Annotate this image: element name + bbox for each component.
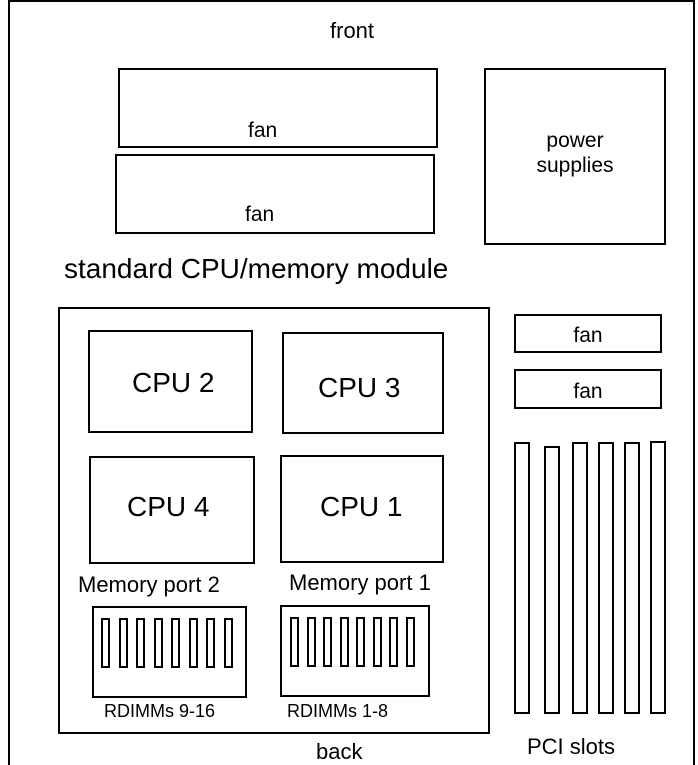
back-label: back [316,739,363,764]
rdimm-slot [136,618,145,668]
pci-slot [572,442,588,714]
cpu-1-label: CPU 1 [320,491,403,522]
cpu-3-label: CPU 3 [318,372,401,403]
rdimm-slot [223,618,233,668]
module-label: standard CPU/memory module [64,253,449,284]
pci-slot [544,446,560,714]
chassis-outline [8,0,695,765]
fan-label: fan [245,203,275,226]
rdimm-slot [339,617,349,667]
pci-slot [598,442,614,714]
rdimm-slot [389,617,398,667]
rdimm-slot [356,617,365,667]
rdimm-slot [153,618,163,668]
rdimm-slot [323,617,332,667]
cpu-2: CPU 2 [88,330,253,433]
rdimm-slot [118,618,128,668]
cpu-4-label: CPU 4 [127,491,210,522]
memory-bank-left [92,606,247,698]
fan-top-1: fan [118,68,438,148]
rdimm-slot [306,617,316,667]
fan-label: fan [248,119,278,142]
cpu-4: CPU 4 [89,456,255,564]
fan-top-2: fan [115,154,435,234]
rdimm-slot [372,617,382,667]
pci-slot [514,442,530,714]
rdimm-slot [171,618,180,668]
cpu-1: CPU 1 [280,455,444,563]
rdimm-slot [188,618,198,668]
rdimm-slot [206,618,215,668]
rdimm-slot [405,617,415,667]
front-label: front [330,18,375,43]
cpu-3: CPU 3 [282,332,444,434]
power-supplies-label: power supplies [536,129,614,178]
power-supplies: power supplies [484,68,666,245]
pci-slot [624,442,640,714]
memory-port-2-label: Memory port 2 [78,572,220,597]
fan-label: fan [573,324,603,347]
cpu-2-label: CPU 2 [132,367,215,398]
memory-port-1-label: Memory port 1 [289,570,431,595]
rdimms-1-8-label: RDIMMs 1-8 [287,701,389,721]
rdimm-slot [101,618,110,668]
rdimm-slot [290,617,299,667]
memory-bank-right [280,605,430,697]
fan-label: fan [573,380,603,403]
rdimms-9-16-label: RDIMMs 9-16 [104,701,216,721]
pci-slots-label: PCI slots [527,734,616,759]
fan-right-1: fan [514,314,662,353]
fan-right-2: fan [514,369,662,409]
pci-slot [650,441,666,714]
